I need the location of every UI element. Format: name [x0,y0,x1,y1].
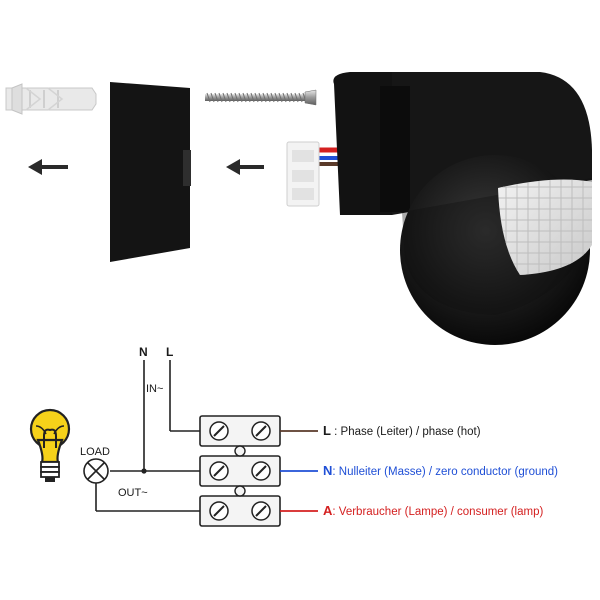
screw-thread [250,92,255,103]
screw-thread [242,92,247,103]
label-out: OUT~ [118,487,148,499]
label-n-supply: N [139,345,148,359]
screw-thread [298,92,303,103]
legend-l-key: L [323,423,331,438]
legend-n-text: Nulleiter (Masse) / zero conductor (grou… [339,466,558,478]
screw-thread [274,92,279,103]
terminal-connector [286,141,344,207]
legend-a-sep: : [332,506,338,518]
screw-thread [206,92,211,103]
screw-thread [230,92,235,103]
screw-thread [222,92,227,103]
screw-thread [262,92,267,103]
screw-thread [234,92,239,103]
screw-thread [214,92,219,103]
screw-thread [282,92,287,103]
screw-thread [270,92,275,103]
wall-plug [5,83,97,115]
screw-thread [294,92,299,103]
label-l-supply: L [166,345,173,359]
legend-n: N: Nulleiter (Masse) / zero conductor (g… [323,463,558,478]
lamp-load-symbol-icon [83,458,109,484]
terminal-screw-slot [255,505,267,517]
screw-thread [286,92,291,103]
screw-thread [226,92,231,103]
arrow-left-icon [226,159,264,175]
screw-thread [290,92,295,103]
legend-l: L : Phase (Leiter) / phase (hot) [323,423,481,438]
screw-thread [210,92,215,103]
legend-a: A: Verbraucher (Lampe) / consumer (lamp) [323,503,543,518]
screw-thread [278,92,283,103]
wiring-diagram: N L IN~ LOAD OUT~ L : Phase (Leiter) / p… [29,345,558,527]
screw [205,89,317,106]
label-load: LOAD [80,446,110,458]
terminal-screw-slot [213,505,225,517]
junction-dot [141,468,147,474]
pir-lens [498,179,592,275]
screw-thread [266,92,271,103]
light-bulb-icon [29,408,71,482]
legend-l-sep: : [331,426,341,438]
screw-thread [218,92,223,103]
legend-l-text: Phase (Leiter) / phase (hot) [341,426,481,438]
terminal-screw-slot [213,425,225,437]
legend-a-key: A [323,503,333,518]
legend-a-text: Verbraucher (Lampe) / consumer (lamp) [339,506,544,518]
screw-thread [238,92,243,103]
legend-n-key: N [323,463,332,478]
terminal-screw-slot [255,425,267,437]
terminal-screw-slot [255,465,267,477]
label-in: IN~ [146,383,163,395]
legend-n-sep: : [332,466,338,478]
terminal-screw-slot [213,465,225,477]
arrow-left-icon [28,159,68,175]
screw-thread [258,92,263,103]
mounting-bracket [110,82,191,262]
screw-thread [254,92,259,103]
motion-sensor-housing [333,72,592,345]
terminal-block [199,415,281,527]
screw-thread [246,92,251,103]
